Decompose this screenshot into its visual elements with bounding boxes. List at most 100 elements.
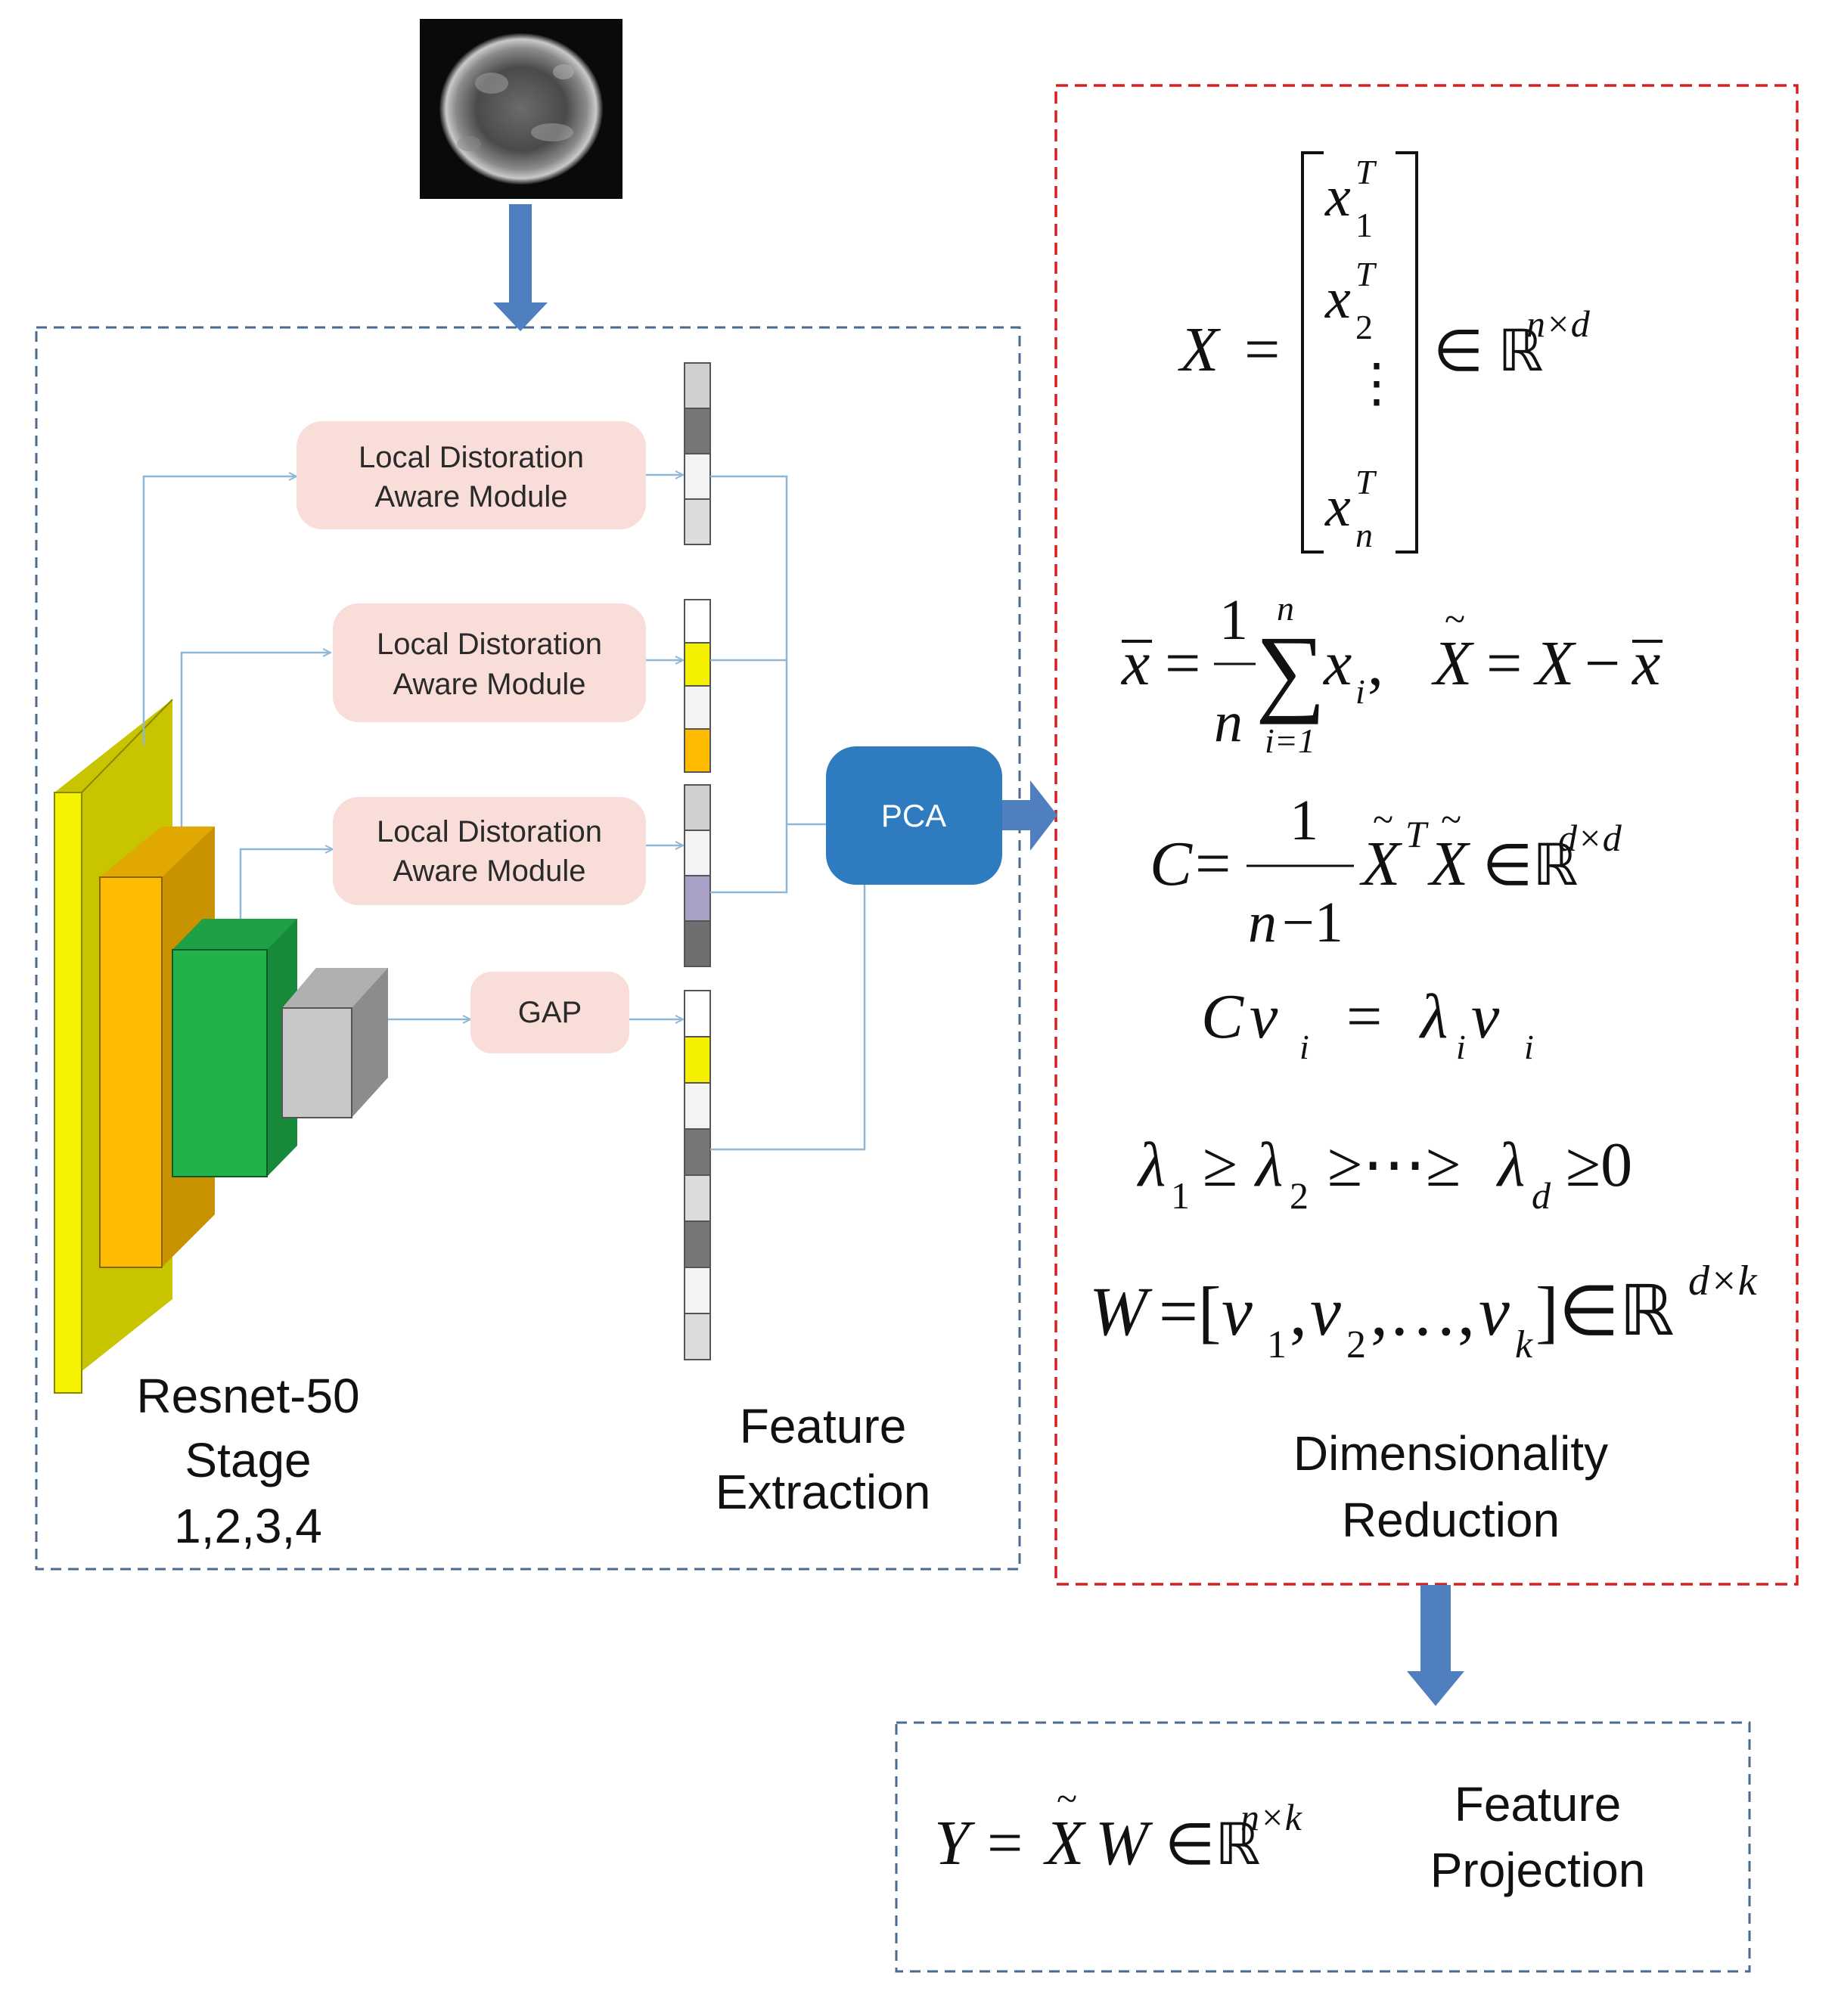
svg-text:∈ ℝ: ∈ ℝ xyxy=(1433,320,1543,383)
vector-to-pca-lines xyxy=(710,475,866,1151)
svg-text:−: − xyxy=(1585,628,1620,699)
svg-text:Y: Y xyxy=(934,1808,976,1878)
svg-text:C: C xyxy=(1150,829,1193,899)
gap-label: GAP xyxy=(518,996,582,1029)
feature-vector-3 xyxy=(684,784,711,967)
svg-text:d: d xyxy=(1532,1174,1551,1217)
svg-text:2: 2 xyxy=(1355,308,1373,346)
svg-text:x: x xyxy=(1631,628,1660,699)
svg-text:T: T xyxy=(1355,463,1377,501)
feature-extraction-label-line-1: Feature xyxy=(740,1399,907,1453)
module-3-line-2: Aware Module xyxy=(393,854,586,888)
svg-text:T: T xyxy=(1355,255,1377,293)
svg-text:i: i xyxy=(1524,1028,1534,1066)
svg-text:≥: ≥ xyxy=(1203,1130,1237,1200)
svg-text:X: X xyxy=(1178,315,1222,385)
backbone-label-line-3: 1,2,3,4 xyxy=(174,1499,322,1553)
svg-text:−1: −1 xyxy=(1282,891,1343,954)
dimensionality-reduction-label-line-2: Reduction xyxy=(1342,1493,1560,1547)
svg-text:X: X xyxy=(1431,628,1475,699)
svg-text:d×d: d×d xyxy=(1558,817,1622,859)
svg-text:,…,: ,…, xyxy=(1371,1273,1475,1350)
svg-text:v: v xyxy=(1250,982,1278,1052)
svg-text:v: v xyxy=(1222,1273,1253,1350)
svg-text:λ: λ xyxy=(1418,982,1448,1052)
equation-data-matrix: X = x 1 T x 2 T ⋮ x n T ∈ ℝ n×d xyxy=(1178,151,1591,554)
feature-projection-label: Feature Projection xyxy=(1430,1777,1646,1897)
svg-text:~: ~ xyxy=(1445,597,1465,640)
svg-text:λ: λ xyxy=(1495,1130,1525,1200)
module-1-line-1: Local Distoration xyxy=(359,441,584,474)
stage-connectors xyxy=(142,476,470,1019)
pca-right-arrow xyxy=(1002,780,1057,851)
equation-eigen: C v i = λ i v i xyxy=(1201,982,1534,1066)
svg-text:C: C xyxy=(1201,982,1244,1052)
svg-text:x: x xyxy=(1324,475,1351,538)
svg-text:,: , xyxy=(1290,1273,1307,1350)
svg-text:2: 2 xyxy=(1346,1323,1366,1366)
equation-projection-matrix: W =[ v 1 , v 2 ,…, v k ]∈ℝ d×k xyxy=(1089,1258,1758,1366)
svg-text:1: 1 xyxy=(1355,206,1373,244)
svg-text:W: W xyxy=(1095,1808,1153,1878)
svg-text:k: k xyxy=(1515,1323,1533,1366)
svg-text:1: 1 xyxy=(1290,789,1318,852)
svg-text:1: 1 xyxy=(1219,588,1248,652)
svg-text:=: = xyxy=(987,1808,1023,1878)
pca-label: PCA xyxy=(881,798,946,833)
svg-text:=[: =[ xyxy=(1159,1273,1222,1350)
reduction-down-arrow xyxy=(1407,1585,1464,1706)
svg-text:=: = xyxy=(1486,628,1522,699)
svg-text:T: T xyxy=(1405,813,1429,855)
feature-vector-2 xyxy=(684,599,711,773)
svg-text:~: ~ xyxy=(1441,798,1461,840)
local-distortion-module-1: Local Distoration Aware Module xyxy=(297,421,646,529)
svg-text:1: 1 xyxy=(1267,1323,1287,1366)
module-output-arrows xyxy=(629,475,683,1019)
svg-text:X: X xyxy=(1043,1808,1087,1878)
svg-text:x: x xyxy=(1324,165,1351,228)
svg-text:λ: λ xyxy=(1253,1130,1283,1200)
svg-text:=: = xyxy=(1165,628,1200,699)
svg-text:T: T xyxy=(1355,153,1377,191)
svg-text:1: 1 xyxy=(1171,1174,1190,1217)
backbone-label-line-2: Stage xyxy=(185,1433,311,1487)
module-3-line-1: Local Distoration xyxy=(377,815,602,848)
svg-text:2: 2 xyxy=(1290,1174,1309,1217)
feature-projection-region xyxy=(895,1721,1751,1973)
svg-text:v: v xyxy=(1310,1273,1341,1350)
svg-text:=: = xyxy=(1195,829,1231,899)
dimensionality-reduction-label: Dimensionality Reduction xyxy=(1293,1426,1608,1547)
svg-text:d×k: d×k xyxy=(1688,1258,1758,1304)
input-down-arrow xyxy=(493,204,548,331)
svg-text:~: ~ xyxy=(1057,1777,1077,1819)
feature-extraction-region xyxy=(35,326,1021,1571)
svg-text:x: x xyxy=(1322,628,1352,699)
dimensionality-reduction-region xyxy=(1054,84,1799,1586)
local-distortion-module-3: Local Distoration Aware Module xyxy=(333,797,646,905)
svg-text:n: n xyxy=(1248,891,1277,954)
module-1-line-2: Aware Module xyxy=(375,480,568,513)
backbone-label: Resnet-50 Stage 1,2,3,4 xyxy=(136,1369,359,1553)
equation-projection: Y = X ~ W ∈ℝ n×k xyxy=(934,1777,1302,1878)
svg-text:X: X xyxy=(1427,829,1471,899)
equation-covariance: C = 1 n −1 X ~ T X ~ ∈ℝ d×d xyxy=(1150,789,1622,954)
svg-text:~: ~ xyxy=(1373,798,1393,840)
pca-block: PCA xyxy=(826,746,1002,885)
input-sun-image xyxy=(420,19,622,199)
svg-text:≥⋯≥: ≥⋯≥ xyxy=(1327,1130,1461,1200)
svg-text:i: i xyxy=(1299,1028,1309,1066)
svg-text:]∈ℝ: ]∈ℝ xyxy=(1535,1273,1675,1350)
svg-text:v: v xyxy=(1479,1273,1510,1350)
equation-mean-centering: x = 1 n ∑ n i=1 x i , X ~ = X − x xyxy=(1120,588,1663,760)
svg-text:n×k: n×k xyxy=(1240,1796,1302,1838)
svg-text:=: = xyxy=(1244,315,1280,385)
equation-ordering: λ 1 ≥ λ 2 ≥⋯≥ λ d ≥0 xyxy=(1136,1130,1632,1217)
svg-text:∑: ∑ xyxy=(1256,616,1326,725)
feature-extraction-label: Feature Extraction xyxy=(716,1399,931,1519)
svg-text:i=1: i=1 xyxy=(1265,721,1315,760)
svg-text:≥0: ≥0 xyxy=(1566,1130,1632,1200)
svg-text:x: x xyxy=(1324,267,1351,330)
svg-text:v: v xyxy=(1471,982,1500,1052)
backbone-label-line-1: Resnet-50 xyxy=(136,1369,359,1423)
